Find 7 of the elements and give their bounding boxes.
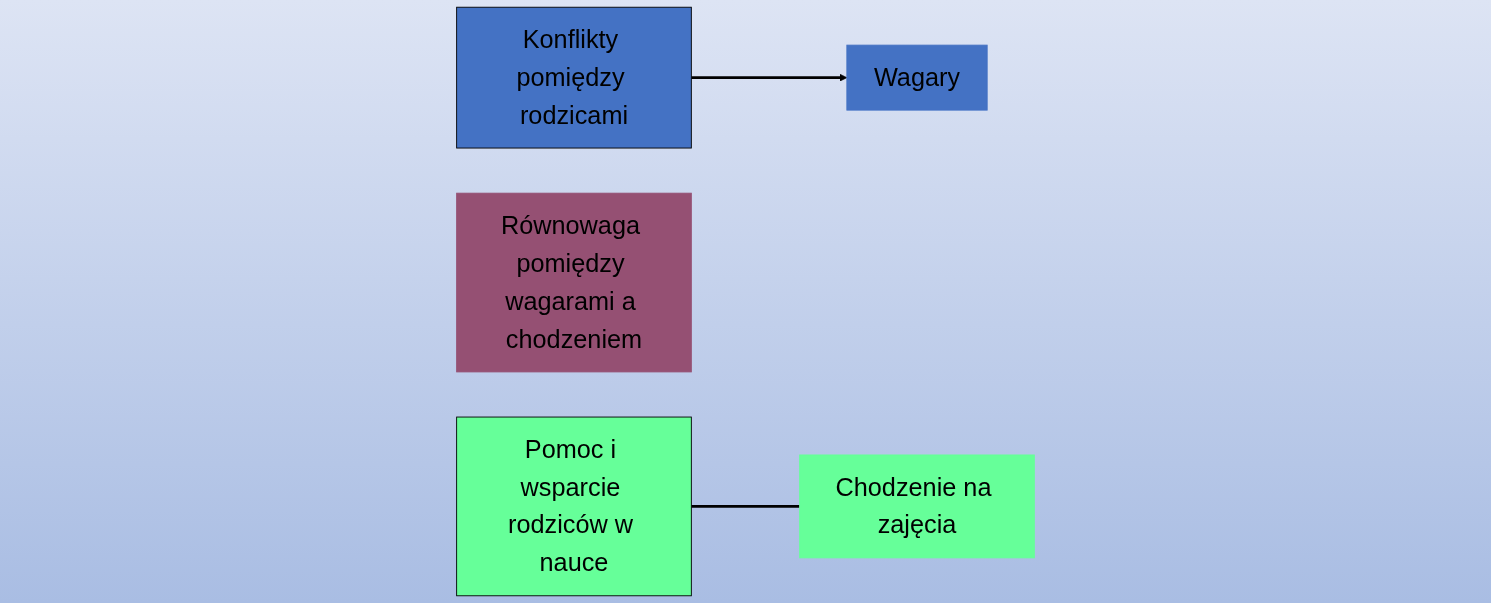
node-box: Wagary — [846, 44, 988, 111]
node-box: Pomoc i wsparcie rodziców w nauce — [456, 416, 692, 597]
node-box: Konflikty pomiędzy rodzicami — [456, 6, 692, 149]
node-box: Równowaga pomiędzy wagarami a chodzeniem — [456, 192, 692, 373]
connector — [691, 505, 800, 508]
arrow — [691, 73, 848, 82]
node-box: Chodzenie na zajęcia — [799, 454, 1035, 559]
